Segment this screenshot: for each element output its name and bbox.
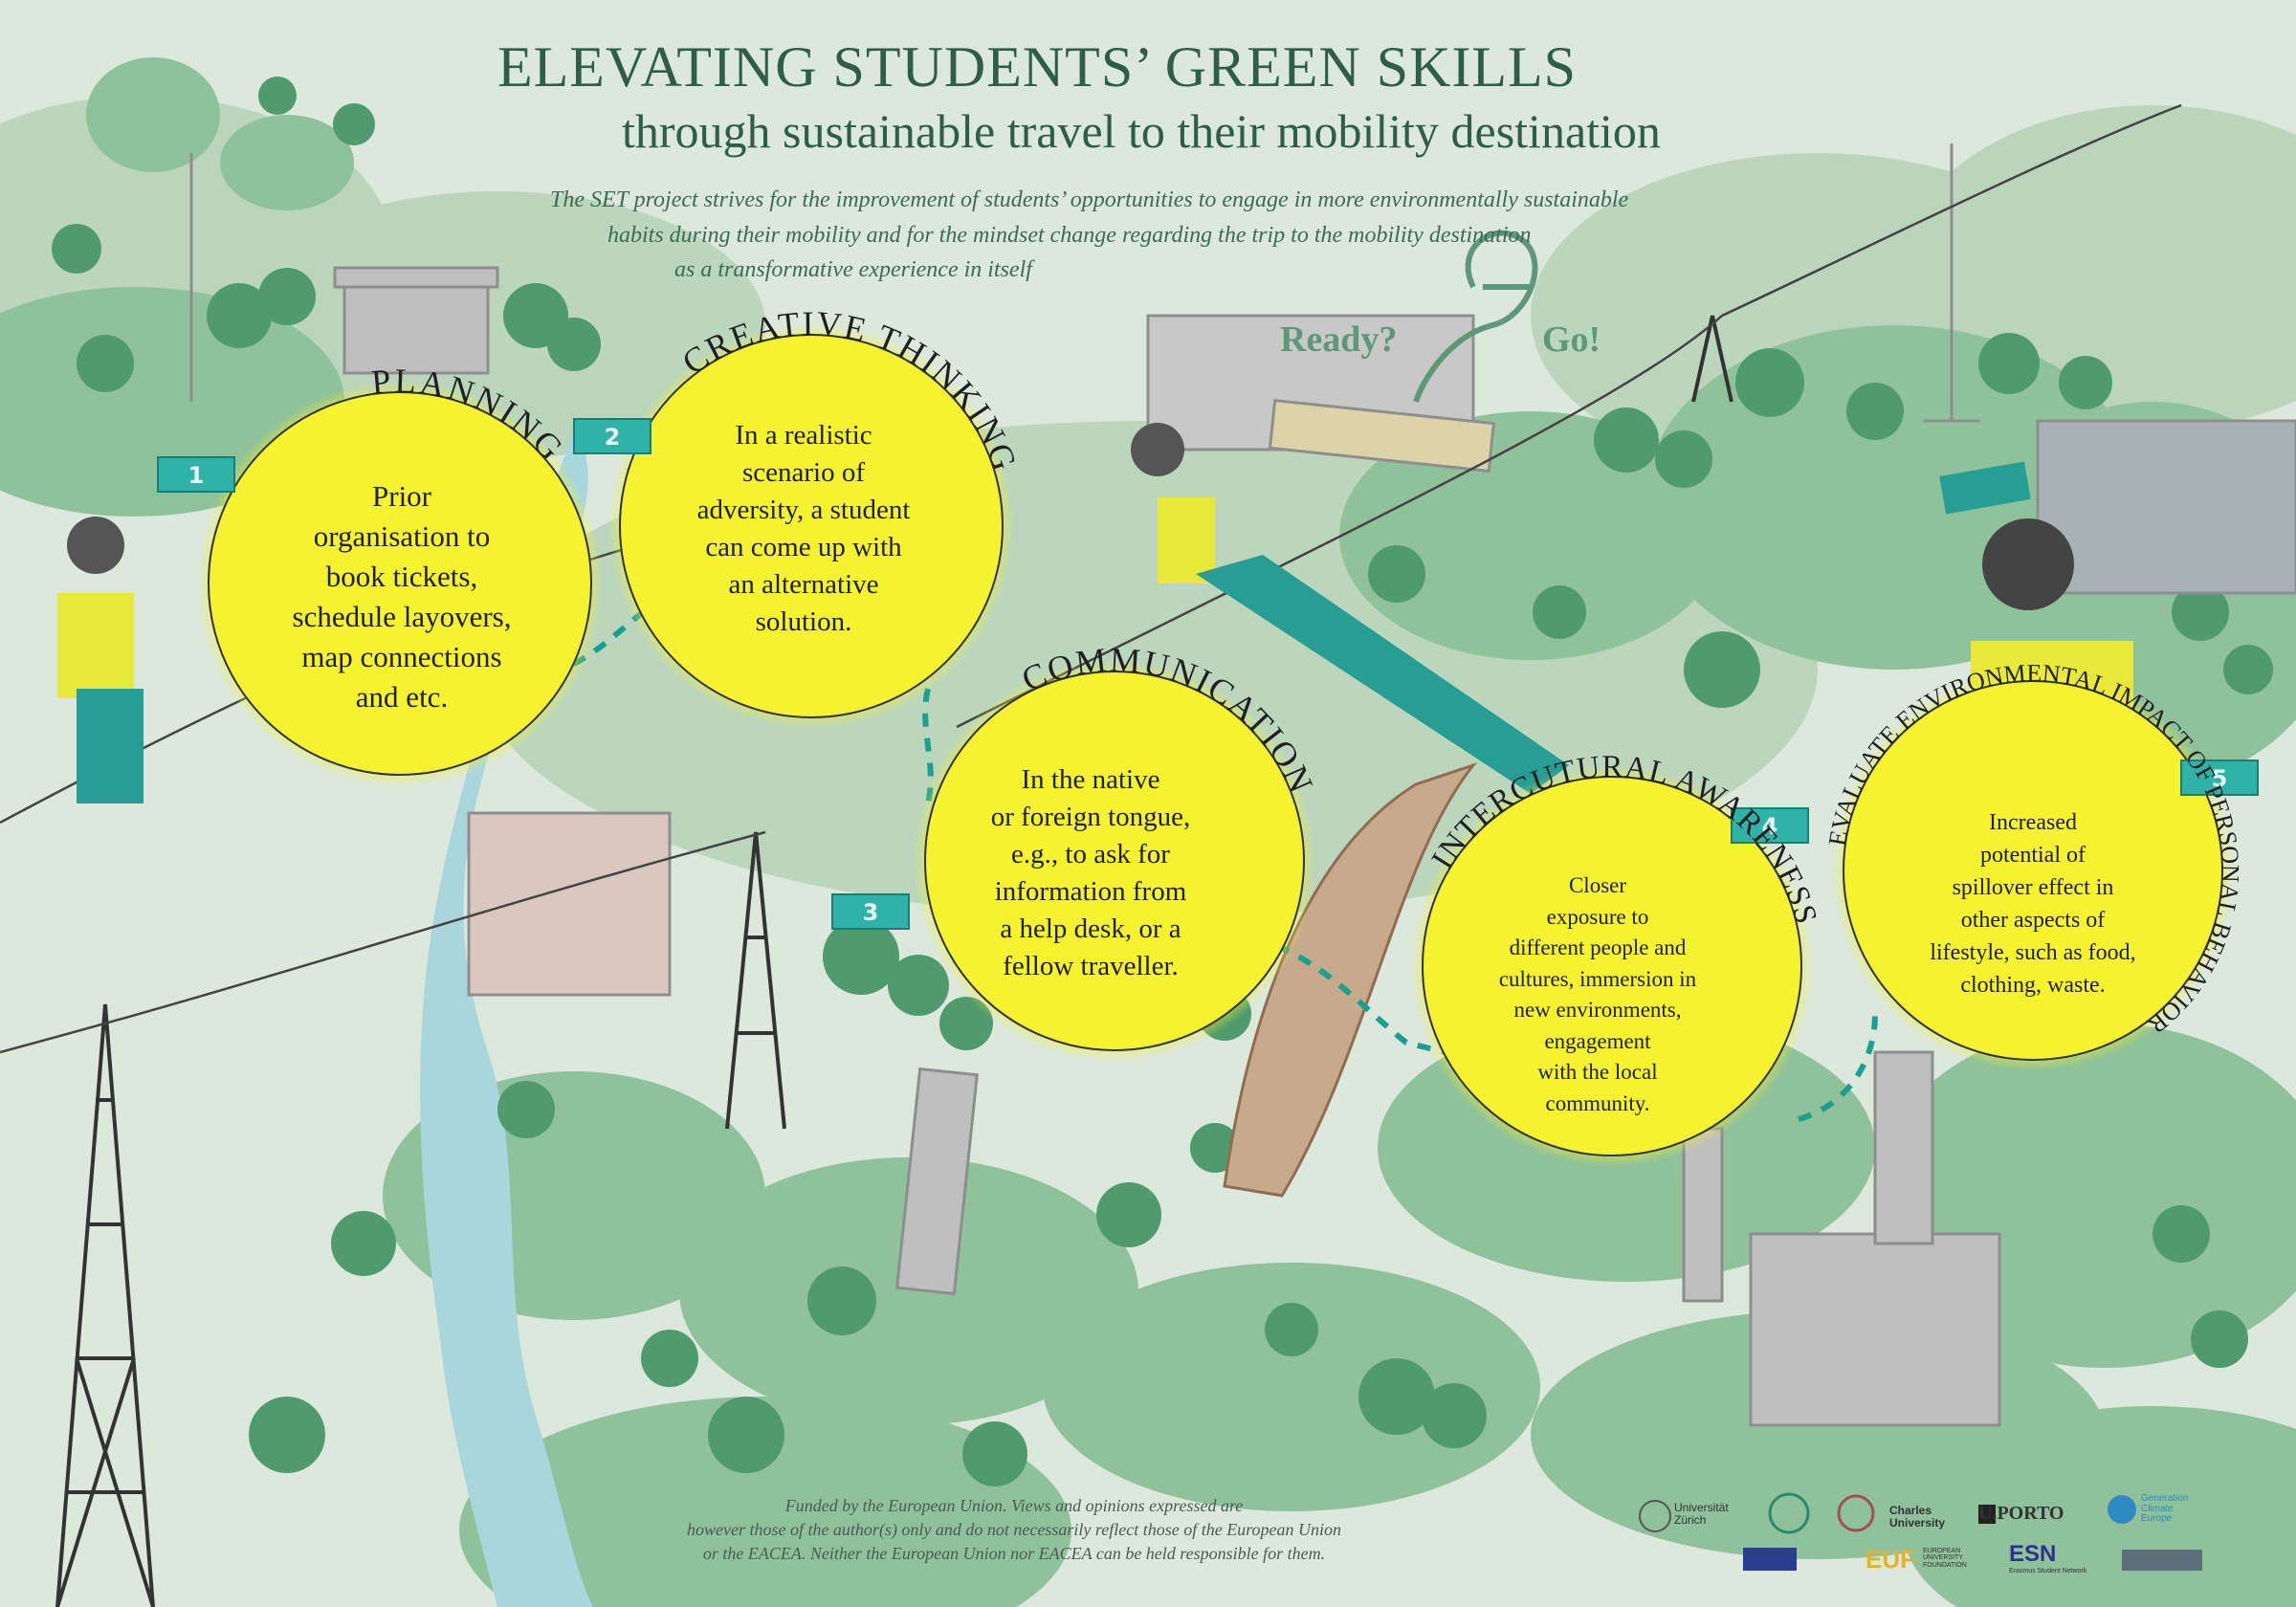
slogan-ready: Ready? (1280, 319, 1398, 360)
tag-number-3: 3 (863, 899, 879, 926)
funding-disclaimer: Funded by the European Union. Views and … (686, 1496, 1342, 1564)
euf-logo: EUF (1866, 1545, 1915, 1574)
number-tags (157, 418, 2259, 930)
river (420, 430, 593, 1607)
tag-number-2: 2 (605, 424, 621, 451)
uporto-logo: U.PORTO (1978, 1503, 2064, 1524)
page-subtitle: through sustainable travel to their mobi… (622, 104, 1661, 158)
esn-subtitle: Erasmus Student Network (2009, 1568, 2087, 1574)
bridge (1223, 761, 1478, 1198)
intro-line-3: as a transformative experience in itself (674, 257, 1032, 282)
sponsor-logo-shapes (1639, 1492, 2202, 1571)
slogan-go: Go! (1542, 319, 1601, 360)
tag-number-4: 4 (1762, 813, 1778, 840)
power-pylons (55, 315, 1733, 1607)
skill-circles (197, 323, 2234, 1167)
number-labels: 1 2 3 4 5 (188, 424, 2228, 926)
tag-number-5: 5 (2212, 765, 2228, 792)
page-title: ELEVATING STUDENTS’ GREEN SKILLS (497, 35, 1578, 99)
intro-line-2: habits during their mobility and for the… (607, 223, 1532, 248)
dashed-route (525, 590, 1878, 1122)
landmarks (189, 143, 2296, 1427)
set-leaf-logo (1413, 230, 1538, 403)
tag-number-1: 1 (188, 462, 205, 489)
intro-line-1: The SET project strives for the improvem… (550, 187, 1629, 212)
esn-logo: ESN (2009, 1541, 2057, 1567)
